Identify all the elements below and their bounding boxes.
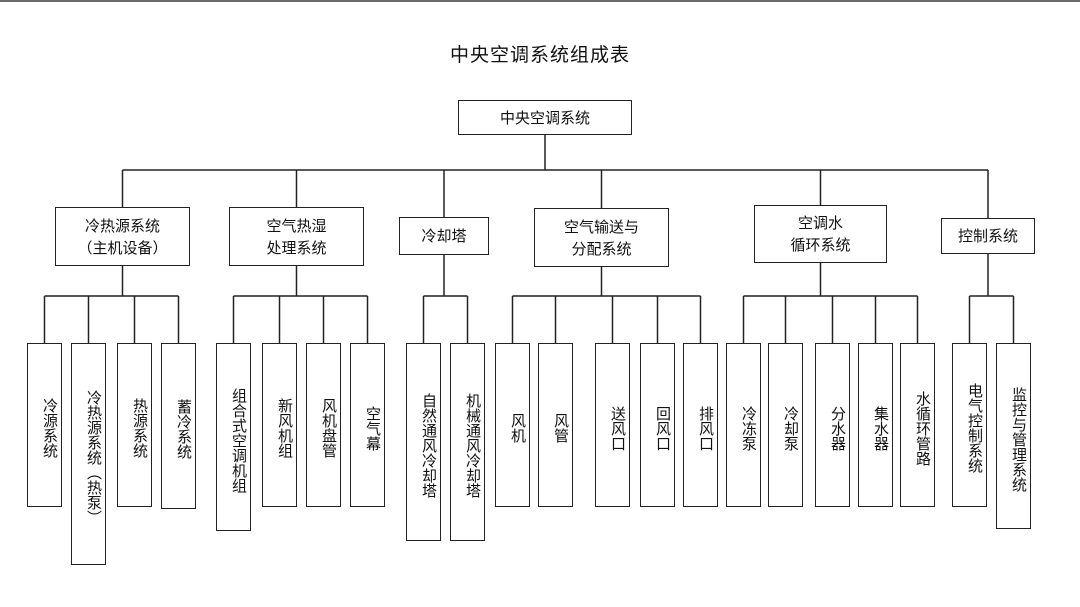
component-node: 风机: [495, 343, 530, 507]
component-node: 水循环管路: [900, 343, 935, 507]
component-node: 冷冻泵: [726, 343, 761, 507]
component-node: 冷源系统: [27, 343, 62, 507]
group-water-circulation: 空调水 循环系统: [754, 205, 887, 263]
component-node: 自然通风冷却塔: [406, 343, 441, 541]
component-node: 新风机组: [262, 343, 297, 507]
component-node: 回风口: [640, 343, 675, 507]
root-node: 中央空调系统: [458, 100, 632, 135]
component-node: 集水器: [858, 343, 893, 507]
component-node: 空气幕: [350, 343, 385, 507]
component-node: 风管: [538, 343, 573, 507]
component-node: 风机盘管: [306, 343, 341, 507]
component-node: 冷却泵: [768, 343, 803, 507]
component-node: 热源系统: [117, 343, 152, 507]
group-heat-cold-source: 冷热源系统 （主机设备）: [55, 207, 190, 266]
group-air-treatment: 空气热湿 处理系统: [229, 207, 364, 266]
group-cooling-tower: 冷却塔: [399, 217, 489, 255]
component-node: 监控与管理系统: [996, 343, 1031, 529]
component-node: 蓄冷系统: [161, 343, 196, 509]
component-node: 分水器: [815, 343, 850, 507]
component-node: 电气控制系统: [952, 343, 987, 507]
top-border: [0, 0, 1080, 2]
component-node: 机械通风冷却塔: [450, 343, 485, 541]
component-node: 冷热源系统（热泵）: [71, 343, 106, 565]
diagram-title: 中央空调系统组成表: [449, 44, 630, 66]
group-air-distribution: 空气输送与 分配系统: [534, 208, 669, 267]
component-node: 组合式空调机组: [216, 343, 251, 531]
component-node: 送风口: [595, 343, 630, 507]
component-node: 排风口: [683, 343, 718, 507]
group-control-system: 控制系统: [941, 218, 1035, 254]
